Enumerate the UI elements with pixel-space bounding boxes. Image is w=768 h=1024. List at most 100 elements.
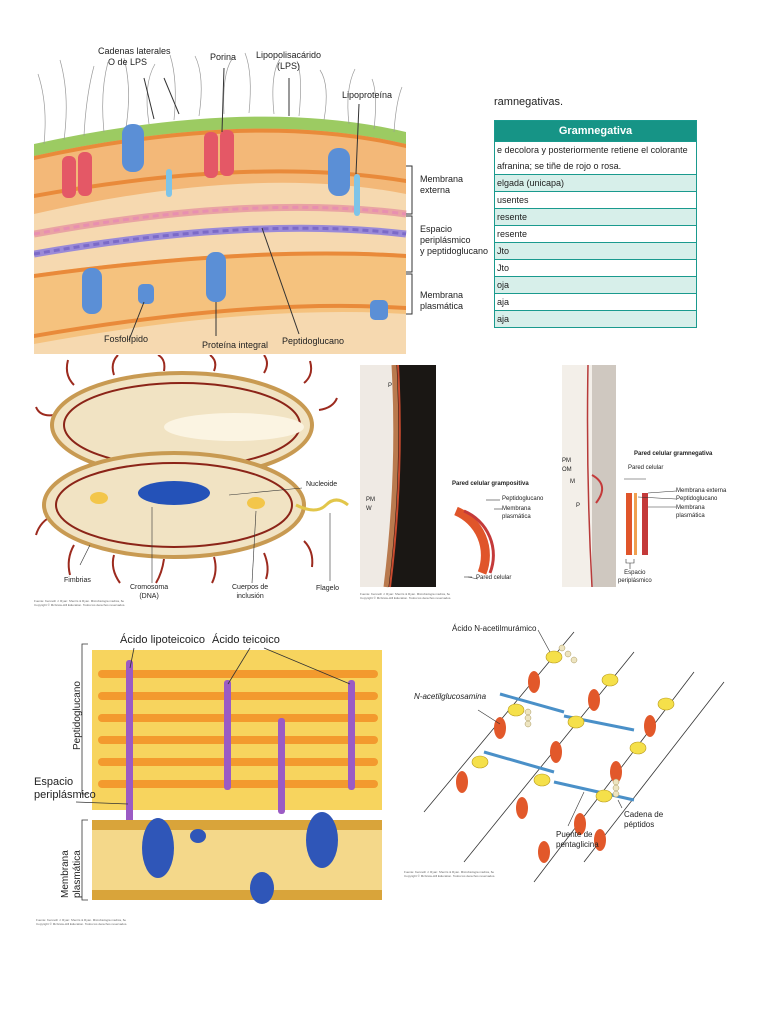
table-row: aja	[494, 310, 697, 328]
label-lps: (LPS)	[277, 61, 301, 71]
source-line-2: Copyright © McGraw-Hill Education. Todos…	[36, 922, 128, 926]
label-proteina-integral: Proteína integral	[202, 340, 269, 350]
label-membrana-3d-l2: plasmática	[72, 850, 83, 898]
table-cell: Jto	[494, 259, 697, 277]
source-line-2: Copyright © McGraw-Hill Education. Todos…	[404, 874, 496, 878]
label-espacio-l1: Espacio	[420, 224, 453, 234]
source-note: Fuente: Kenneth J. Ryan: Sherris & Ryan.…	[36, 918, 127, 926]
label-espacio-l2: periplásmico	[420, 235, 471, 245]
label-n-acetilglucosamina: N-acetilglucosamina	[414, 692, 487, 701]
label-acido-teicoico: Ácido teicoico	[212, 634, 280, 646]
table-intro: ramnegativas.	[494, 96, 564, 108]
table-row: Jto	[494, 259, 697, 277]
label-membrana-3d-l1: Membrana	[60, 850, 71, 898]
label-membrana-plasm-gp: Membrana plasmática	[502, 505, 531, 521]
label-lipopolisacarido: Lipopolisacárido	[256, 50, 322, 60]
gramnegative-wall-illustration	[562, 364, 677, 588]
label-fimbrias: Fimbrias	[64, 577, 91, 584]
label-peptidoglucano-gp: Peptidoglucano	[502, 496, 544, 502]
grampositive-3d-illustration	[75, 643, 382, 904]
source-note: Fuente: Kenneth J. Ryan: Sherris & Ryan.…	[34, 599, 125, 607]
label-puente-l1: Puente de	[556, 830, 593, 839]
label-membrana-externa-gn: Membrana externa	[676, 488, 727, 494]
table-header-gramnegativa: Gramnegativa	[494, 120, 697, 142]
label-membrana-gp-l1: Membrana	[502, 506, 531, 512]
label-espacio-gn-l1: Espacio	[624, 570, 646, 576]
label-pared-celular-gp: Pared celular	[476, 575, 512, 581]
label-cadenas-laterales: Cadenas laterales	[98, 46, 171, 56]
label-pared-celular-gn: Pared celular	[628, 465, 664, 471]
peptidoglycan-lattice-illustration	[423, 629, 725, 883]
label-pared-gramnegativa: Pared celular gramnegativa	[634, 451, 713, 457]
source-line-1: Fuente: Kenneth J. Ryan: Sherris & Ryan.…	[34, 599, 125, 603]
gramneg-envelope-figure: Cadenas laterales O de LPS Porina Lipopo…	[33, 44, 488, 354]
label-lipoproteina: Lipoproteína	[342, 90, 393, 100]
label-peptidoglucano-gn: Peptidoglucano	[676, 496, 718, 502]
label-membrana-gp-l2: plasmática	[502, 514, 531, 520]
label-cadena-l1: Cadena de	[624, 810, 664, 819]
label-cromosoma: Cromosoma(DNA)	[130, 583, 168, 601]
label-espacio-3d-l1: Espacio	[34, 776, 74, 788]
label-membrana-gn-l1: Membrana	[676, 505, 705, 511]
table-row: e decolora y posteriormente retiene el c…	[494, 141, 697, 158]
table-cell: aja	[494, 293, 697, 311]
bacterial-cell-figure: Nucleoide Fimbrias Cromosoma(DNA) Cuerpo…	[34, 354, 364, 610]
label-espacio-l3: y peptidoglucano	[420, 246, 489, 256]
table-row: resente	[494, 225, 697, 243]
source-line-1: Fuente: Kenneth J. Ryan: Sherris & Ryan.…	[36, 918, 127, 922]
label-membrana-externa-l1: Membrana	[420, 174, 464, 184]
label-p-top: P	[388, 383, 393, 389]
label-membrana-externa-l2: externa	[420, 185, 451, 195]
label-pm: PM	[366, 497, 375, 503]
label-puente-l2: pentaglicina	[556, 840, 599, 849]
table-cell: resente	[494, 225, 697, 243]
label-fosfolipido: Fosfolípido	[104, 334, 149, 344]
grampositive-wall-illustration	[360, 364, 502, 588]
label-espacio-3d-l2: periplásmico	[34, 789, 96, 801]
label-pm-gn: PM	[562, 458, 571, 464]
table-cell: elgada (unicapa)	[494, 174, 697, 192]
gramnegative-wall-figure: PM OM M P Pared celular gramnegativa Par…	[562, 364, 732, 605]
label-acido-n-acetilmuramico: Ácido N-acetilmurámico	[452, 624, 537, 633]
table-cell: usentes	[494, 191, 697, 209]
label-flagelo: Flagelo	[316, 585, 339, 592]
source-line-2: Copyright © McGraw-Hill Education. Todos…	[360, 596, 452, 600]
label-membrana-plasm-l2: plasmática	[420, 301, 464, 311]
table-row: usentes	[494, 191, 697, 209]
table-row: afranina; se tiñe de rojo o rosa.	[494, 158, 697, 175]
grampositive-3d-figure: Ácido lipoteicoico Ácido teicoico Peptid…	[32, 630, 392, 930]
label-peptidoglucano: Peptidoglucano	[282, 336, 345, 346]
table-row: resente	[494, 208, 697, 226]
table-row: oja	[494, 276, 697, 294]
table-cell: oja	[494, 276, 697, 294]
label-cadena-l2: péptidos	[624, 820, 655, 829]
table-row: elgada (unicapa)	[494, 174, 697, 192]
table-cell: aja	[494, 310, 697, 328]
label-espacio-gn-l2: periplásmico	[618, 578, 652, 584]
label-pared-grampositiva: Pared celular grampositiva	[452, 481, 529, 487]
label-membrana-plasm-l1: Membrana	[420, 290, 464, 300]
table-cell: afranina; se tiñe de rojo o rosa.	[494, 158, 697, 175]
label-cuerpos-l2: inclusión	[236, 593, 264, 600]
peptidoglycan-lattice-figure: Ácido N-acetilmurámico N-acetilglucosami…	[404, 612, 734, 892]
label-m-gn: M	[570, 479, 575, 485]
source-note: Fuente: Kenneth J. Ryan: Sherris & Ryan.…	[404, 870, 495, 878]
table-cell: Jto	[494, 242, 697, 260]
source-note: Fuente: Kenneth J. Ryan: Sherris & Ryan.…	[360, 592, 451, 600]
gram-comparison-table: Gramnegativa e decolora y posteriormente…	[494, 120, 697, 328]
table-row: Jto	[494, 242, 697, 260]
label-nucleoide: Nucleoide	[306, 481, 338, 488]
table-header-row: Gramnegativa	[494, 120, 697, 142]
grampositive-wall-figure: P PM W Pared celular grampositiva Peptid…	[360, 364, 544, 605]
label-w: W	[366, 506, 372, 512]
bacterial-cell-illustration	[35, 354, 349, 584]
